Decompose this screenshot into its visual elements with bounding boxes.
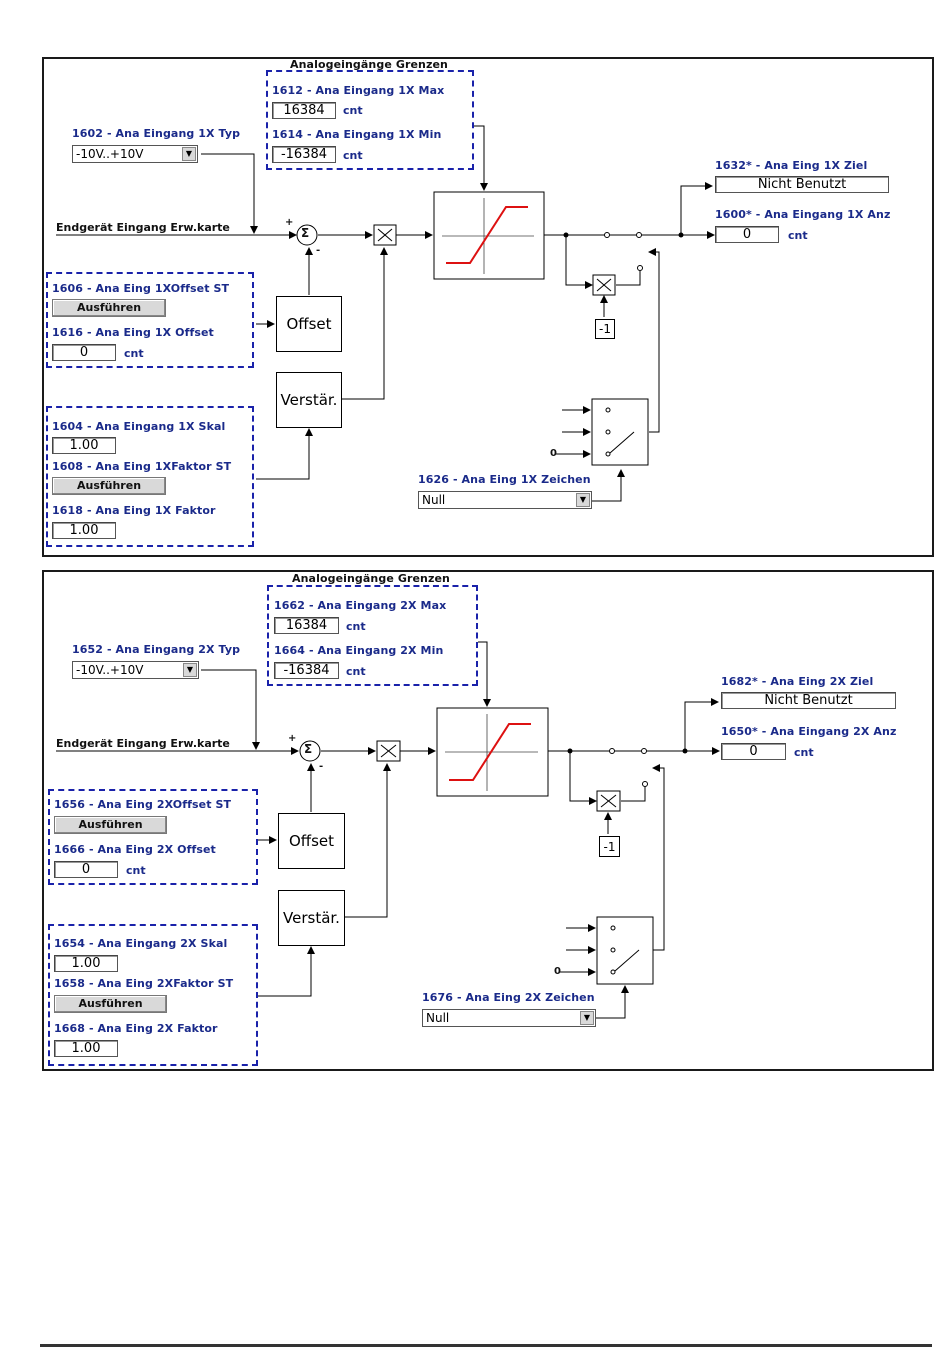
factor-group bbox=[46, 406, 254, 547]
max-label: 1612 - Ana Eingang 1X Max bbox=[272, 84, 445, 97]
ziel-field[interactable]: Nicht Benutzt bbox=[721, 692, 896, 709]
faktor-st-label: 1658 - Ana Eing 2XFaktor ST bbox=[54, 977, 234, 990]
offset-block: Offset bbox=[276, 296, 342, 352]
minus-sign: - bbox=[316, 245, 321, 256]
max-unit: cnt bbox=[343, 104, 363, 117]
offset-st-label: 1656 - Ana Eing 2XOffset ST bbox=[54, 798, 232, 811]
zeichen-label: 1676 - Ana Eing 2X Zeichen bbox=[422, 991, 595, 1004]
faktor-label: 1618 - Ana Eing 1X Faktor bbox=[52, 504, 216, 517]
faktor-execute-button[interactable]: Ausführen bbox=[52, 477, 166, 495]
ziel-field[interactable]: Nicht Benutzt bbox=[715, 176, 889, 193]
skal-field[interactable]: 1.00 bbox=[52, 437, 116, 454]
dropdown-arrow-icon[interactable]: ▼ bbox=[183, 663, 197, 677]
footer-rule bbox=[40, 1344, 932, 1347]
offset-label: 1616 - Ana Eing 1X Offset bbox=[52, 326, 214, 339]
limits-group bbox=[266, 70, 474, 170]
input-label: Endgerät Eingang Erw.karte bbox=[56, 737, 230, 750]
zero-input: 0 bbox=[550, 448, 557, 459]
multiply-icon bbox=[373, 224, 397, 246]
anz-field: 0 bbox=[715, 226, 779, 243]
offset-execute-button[interactable]: Ausführen bbox=[52, 299, 166, 317]
offset-st-label: 1606 - Ana Eing 1XOffset ST bbox=[52, 282, 230, 295]
neg-one-block: -1 bbox=[595, 319, 615, 339]
offset-execute-button[interactable]: Ausführen bbox=[54, 816, 167, 834]
minus-sign: - bbox=[319, 761, 324, 772]
zeichen-value: Null bbox=[426, 1011, 450, 1025]
typ-value: -10V..+10V bbox=[76, 147, 144, 161]
limits-title: Analogeingänge Grenzen bbox=[290, 58, 448, 71]
selector-switch bbox=[596, 916, 654, 985]
offset-unit: cnt bbox=[126, 864, 146, 877]
dropdown-arrow-icon[interactable]: ▼ bbox=[182, 147, 196, 161]
multiply-icon bbox=[376, 740, 401, 762]
multiply-icon bbox=[596, 790, 621, 812]
wiring-1 bbox=[56, 125, 715, 502]
plus-sign: + bbox=[285, 217, 294, 228]
min-label: 1664 - Ana Eingang 2X Min bbox=[274, 644, 444, 657]
offset-group bbox=[48, 789, 258, 885]
max-unit: cnt bbox=[346, 620, 366, 633]
max-field[interactable]: 16384 bbox=[272, 102, 336, 119]
skal-field[interactable]: 1.00 bbox=[54, 955, 118, 972]
dropdown-arrow-icon[interactable]: ▼ bbox=[576, 493, 590, 507]
gain-block: Verstär. bbox=[276, 372, 342, 428]
faktor-label: 1668 - Ana Eing 2X Faktor bbox=[54, 1022, 218, 1035]
plus-sign: + bbox=[288, 733, 297, 744]
offset-label: 1666 - Ana Eing 2X Offset bbox=[54, 843, 216, 856]
diagram-panel-1: Analogeingänge Grenzen 1612 - Ana Eingan… bbox=[42, 57, 934, 557]
typ-select[interactable]: -10V..+10V ▼ bbox=[72, 661, 199, 679]
sum-icon bbox=[299, 740, 321, 762]
sigma-symbol: Σ bbox=[304, 742, 313, 756]
offset-field[interactable]: 0 bbox=[54, 861, 118, 878]
sigma-symbol: Σ bbox=[301, 226, 310, 240]
anz-unit: cnt bbox=[794, 746, 814, 759]
max-label: 1662 - Ana Eingang 2X Max bbox=[274, 599, 447, 612]
offset-unit: cnt bbox=[124, 347, 144, 360]
input-label: Endgerät Eingang Erw.karte bbox=[56, 221, 230, 234]
typ-select[interactable]: -10V..+10V ▼ bbox=[72, 145, 198, 163]
faktor-st-label: 1608 - Ana Eing 1XFaktor ST bbox=[52, 460, 232, 473]
typ-value: -10V..+10V bbox=[76, 663, 144, 677]
skal-label: 1604 - Ana Eingang 1X Skal bbox=[52, 420, 226, 433]
limits-title: Analogeingänge Grenzen bbox=[292, 572, 450, 585]
offset-block: Offset bbox=[278, 813, 345, 869]
neg-one-block: -1 bbox=[599, 836, 620, 857]
min-unit: cnt bbox=[343, 149, 363, 162]
offset-group bbox=[46, 272, 254, 368]
anz-field: 0 bbox=[721, 743, 786, 760]
anz-unit: cnt bbox=[788, 229, 808, 242]
ziel-label: 1632* - Ana Eing 1X Ziel bbox=[715, 159, 868, 172]
anz-label: 1650* - Ana Eingang 2X Anz bbox=[721, 725, 897, 738]
wiring-2 bbox=[56, 641, 720, 1019]
limiter-block bbox=[433, 191, 545, 280]
selector-switch bbox=[591, 398, 649, 466]
zero-input: 0 bbox=[554, 966, 561, 977]
dropdown-arrow-icon[interactable]: ▼ bbox=[580, 1011, 594, 1025]
min-unit: cnt bbox=[346, 665, 366, 678]
min-field[interactable]: -16384 bbox=[274, 662, 339, 679]
limiter-block bbox=[436, 707, 549, 797]
zeichen-select[interactable]: Null ▼ bbox=[422, 1009, 596, 1027]
typ-label: 1602 - Ana Eingang 1X Typ bbox=[72, 127, 241, 140]
gain-block: Verstär. bbox=[278, 890, 345, 946]
max-field[interactable]: 16384 bbox=[274, 617, 339, 634]
faktor-field[interactable]: 1.00 bbox=[52, 522, 116, 539]
faktor-execute-button[interactable]: Ausführen bbox=[54, 995, 167, 1013]
anz-label: 1600* - Ana Eingang 1X Anz bbox=[715, 208, 891, 221]
diagram-panel-2: Analogeingänge Grenzen 1662 - Ana Eingan… bbox=[42, 570, 934, 1071]
typ-label: 1652 - Ana Eingang 2X Typ bbox=[72, 643, 241, 656]
factor-group bbox=[48, 924, 258, 1066]
sum-icon bbox=[296, 224, 318, 246]
min-field[interactable]: -16384 bbox=[272, 146, 336, 163]
min-label: 1614 - Ana Eingang 1X Min bbox=[272, 128, 442, 141]
zeichen-label: 1626 - Ana Eing 1X Zeichen bbox=[418, 473, 591, 486]
faktor-field[interactable]: 1.00 bbox=[54, 1040, 118, 1057]
zeichen-value: Null bbox=[422, 493, 446, 507]
multiply-icon bbox=[592, 274, 616, 296]
zeichen-select[interactable]: Null ▼ bbox=[418, 491, 592, 509]
ziel-label: 1682* - Ana Eing 2X Ziel bbox=[721, 675, 874, 688]
offset-field[interactable]: 0 bbox=[52, 344, 116, 361]
limits-group bbox=[267, 585, 478, 686]
skal-label: 1654 - Ana Eingang 2X Skal bbox=[54, 937, 228, 950]
